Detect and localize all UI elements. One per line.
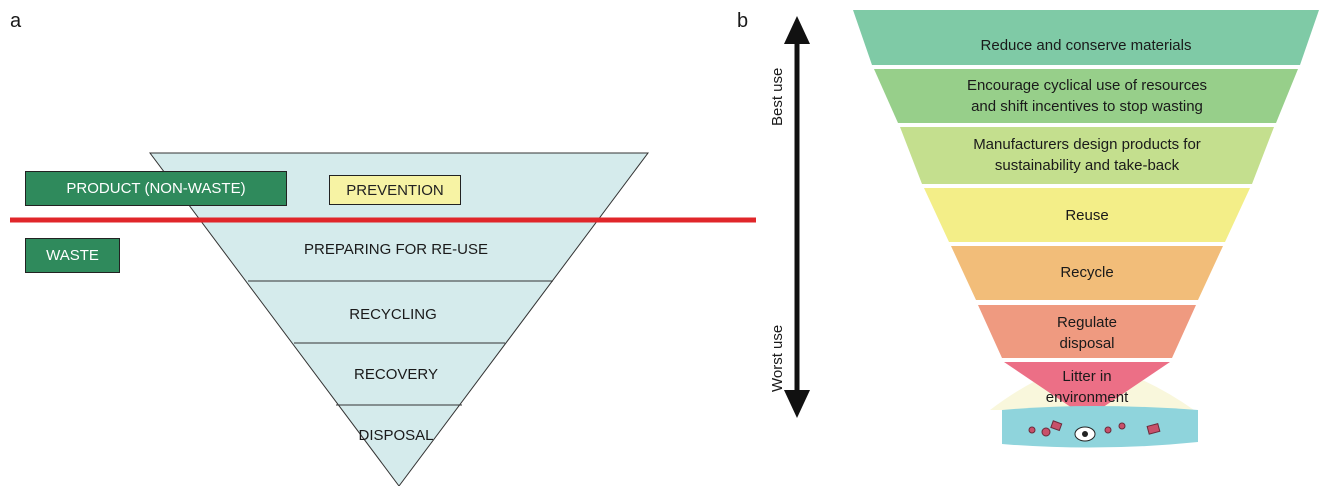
debris-bottle (1074, 426, 1096, 442)
layer-regulate-line1: Regulate (1056, 314, 1118, 331)
layer-cyclical-use (874, 69, 1298, 123)
panel-b-letter: b (737, 10, 749, 32)
best-use-label: Best use (769, 67, 786, 126)
layer-recycle-label: Recycle (1060, 262, 1113, 283)
product-non-waste-box: PRODUCT (NON-WASTE) (25, 171, 287, 206)
prevention-label: PREVENTION (346, 181, 444, 199)
layer-cyclical-line2: and shift incentives to stop wasting (971, 98, 1203, 115)
layer-recycle (951, 246, 1223, 300)
layer-cyclical-label: Encourage cyclical use of resources and … (967, 75, 1207, 117)
worst-use-label: Worst use (769, 324, 786, 392)
layer-cyclical-line1: Encourage cyclical use of resources (966, 77, 1208, 94)
layer-reuse-label: Reuse (1065, 205, 1108, 226)
layer-litter-label: Litter in environment (1046, 366, 1129, 408)
layer-reduce-line1: Reduce and conserve materials (980, 37, 1192, 54)
prevention-box: PREVENTION (329, 175, 461, 205)
layer-regulate-line2: disposal (1059, 335, 1115, 352)
layer-recycle-line1: Recycle (1060, 264, 1114, 281)
layer-design-line1: Manufacturers design products for (973, 136, 1201, 153)
arrow-up-head (784, 16, 810, 44)
layer-design-line2: sustainability and take-back (994, 157, 1180, 174)
layer-litter-line1: Litter in (1062, 368, 1112, 385)
arrow-down-head (784, 390, 810, 418)
waste-hierarchy-triangle (149, 152, 649, 486)
level-recycling: RECYCLING (349, 306, 437, 323)
layer-design (900, 127, 1274, 184)
level-preparing-for-reuse: PREPARING FOR RE-USE (304, 241, 488, 258)
layer-regulate-label: Regulate disposal (1057, 312, 1117, 354)
litter-debris (1028, 420, 1161, 437)
layer-reuse (924, 188, 1250, 242)
level-recovery: RECOVERY (354, 366, 438, 383)
level-disposal: DISPOSAL (358, 427, 434, 444)
layer-litter (1004, 362, 1170, 418)
layer-regulate (978, 305, 1196, 358)
layer-reduce-label: Reduce and conserve materials (981, 35, 1192, 56)
layer-reuse-line1: Reuse (1065, 207, 1109, 224)
product-non-waste-label: PRODUCT (NON-WASTE) (66, 180, 246, 197)
layer-design-label: Manufacturers design products for sustai… (973, 134, 1201, 176)
waste-label: WASTE (46, 247, 99, 264)
layer-litter-line2: environment (1045, 389, 1129, 406)
panel-a-letter: a (10, 10, 22, 32)
waste-box: WASTE (25, 238, 120, 273)
water-illustration (1002, 406, 1198, 448)
layer-reduce (853, 10, 1319, 65)
